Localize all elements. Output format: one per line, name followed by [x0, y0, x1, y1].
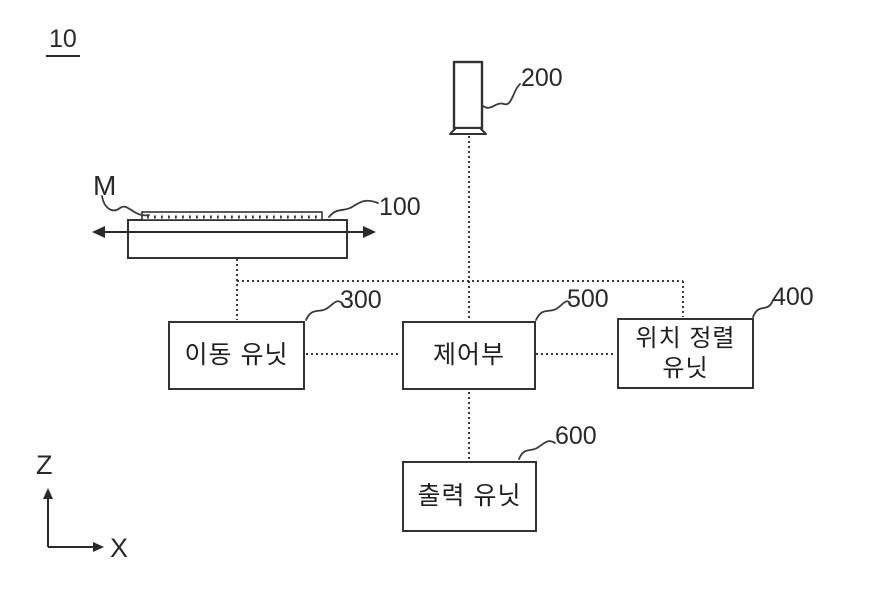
moving-unit-label: 이동 유닛 — [184, 340, 289, 369]
leader-m — [101, 195, 150, 217]
control-unit-label: 제어부 — [432, 340, 505, 369]
axis-z-arrowhead — [43, 488, 53, 499]
axis-indicator — [43, 488, 104, 552]
alignment-unit-box: 위치 정렬 유닛 — [617, 318, 754, 389]
nozzle-tip — [449, 127, 487, 135]
output-unit-label: 출력 유닛 — [417, 481, 522, 510]
leader-300 — [305, 300, 343, 321]
axis-x-arrowhead — [93, 542, 104, 552]
alignment-unit-label-line2: 유닛 — [662, 354, 709, 382]
output-unit-box: 출력 유닛 — [402, 461, 537, 532]
nozzle-body — [452, 60, 484, 130]
ref-400: 400 — [772, 283, 814, 311]
axis-z-label: Z — [36, 450, 53, 480]
alignment-unit-label-line1: 위치 정렬 — [635, 324, 736, 352]
moving-unit-box: 이동 유닛 — [168, 321, 305, 390]
stage-motion-arrow — [92, 226, 376, 238]
control-unit-box: 제어부 — [402, 321, 536, 390]
leader-100 — [328, 199, 379, 218]
axis-x-label: X — [110, 533, 129, 563]
leader-600 — [518, 440, 556, 460]
stage-rect — [127, 219, 348, 259]
ref-500: 500 — [567, 285, 609, 313]
ref-300: 300 — [340, 286, 382, 314]
figure-number: 10 — [46, 27, 80, 57]
leader-400 — [752, 298, 776, 318]
ref-200: 200 — [521, 64, 563, 92]
leader-500 — [535, 300, 571, 321]
ref-600: 600 — [555, 422, 597, 450]
leader-200 — [482, 83, 521, 109]
substrate-label: M — [93, 170, 117, 201]
ref-100: 100 — [379, 193, 421, 221]
